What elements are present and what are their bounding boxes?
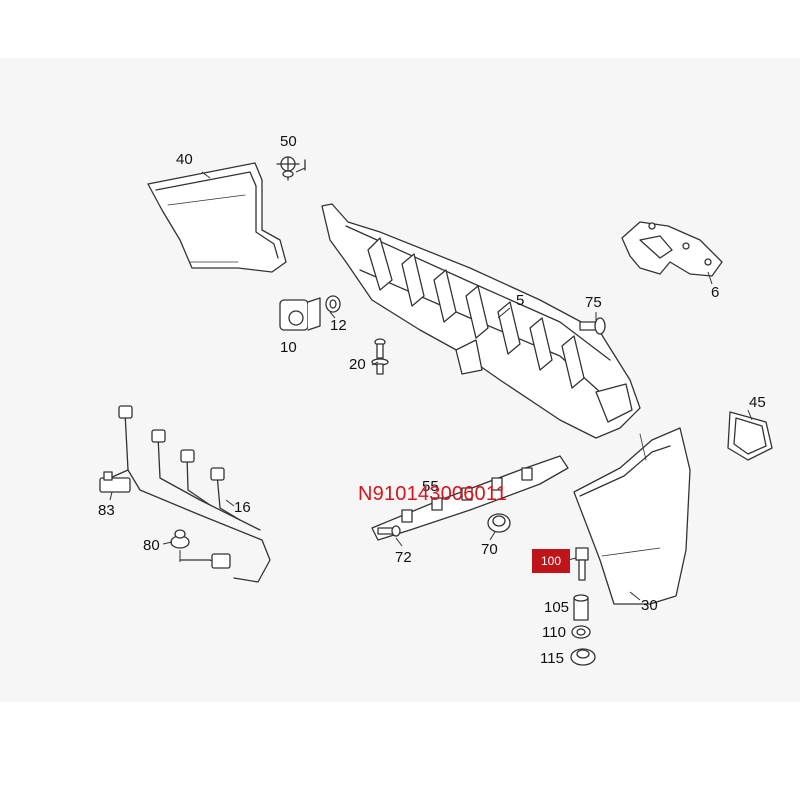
part-40-side-trim: [147, 162, 287, 273]
callout-110: 110: [542, 624, 566, 641]
part-55-bracket: [371, 455, 569, 541]
callout-75: 75: [585, 294, 602, 311]
part-number-overlay: N910143006011: [358, 483, 508, 505]
part-20-screw: [371, 338, 389, 375]
callout-72: 72: [395, 549, 412, 566]
callout-115: 115: [540, 650, 564, 667]
callout-16: 16: [234, 499, 251, 516]
part-45-cap: [727, 411, 773, 461]
leader-lines: [109, 167, 753, 601]
callout-6: 6: [711, 284, 720, 301]
callout-105: 105: [544, 599, 570, 616]
callout-83: 83: [98, 502, 115, 519]
callout-45: 45: [749, 394, 766, 411]
part-80-nut: [170, 529, 190, 549]
part-12-ring: [325, 295, 341, 313]
part-75-screw: [579, 317, 606, 335]
callout-40: 40: [176, 151, 193, 168]
highlight-badge-100: 100: [532, 549, 570, 573]
callout-80: 80: [143, 537, 160, 554]
part-83-clip: [99, 471, 131, 493]
part-115-nut: [570, 648, 596, 666]
part-16-connectors: [118, 405, 231, 569]
callout-50: 50: [280, 133, 297, 150]
callout-12: 12: [330, 317, 347, 334]
callout-5: 5: [516, 292, 525, 309]
part-100-bolt: [575, 547, 589, 581]
part-6-cover: [621, 221, 723, 277]
part-16-wiring-harness: [103, 411, 271, 583]
part-30-bumper-cover: [573, 427, 691, 605]
part-105-spacer: [573, 594, 589, 621]
callout-55: 55: [422, 478, 439, 495]
callout-20: 20: [349, 356, 366, 373]
callout-30: 30: [641, 597, 658, 614]
part-50-clip: [276, 156, 306, 181]
part-72-screw: [377, 525, 401, 537]
callout-70: 70: [481, 541, 498, 558]
part-5-bumper-carrier: [321, 203, 641, 439]
part-10-sensor-holder: [279, 297, 321, 331]
callout-10: 10: [280, 339, 297, 356]
part-110-washer: [571, 625, 591, 639]
part-70-button: [487, 513, 511, 533]
